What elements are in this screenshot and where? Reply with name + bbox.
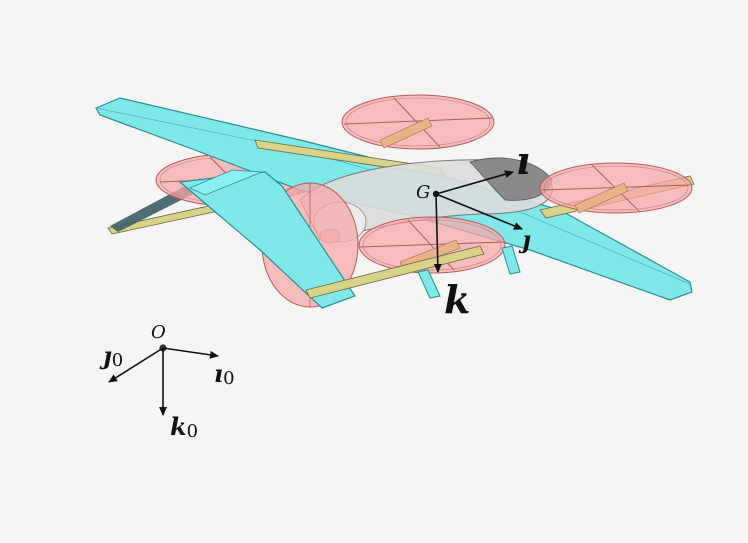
inertial-frame: O ı0 ȷ0 k0 bbox=[99, 322, 235, 442]
rotor-front-top bbox=[341, 94, 495, 150]
rotor-front-right bbox=[539, 162, 693, 214]
origin-label-o: O bbox=[151, 322, 166, 343]
body-z-axis bbox=[433, 193, 442, 273]
body-x-axis bbox=[435, 170, 514, 195]
body-z-label: k bbox=[444, 277, 470, 322]
inertial-x-axis bbox=[162, 347, 219, 359]
inertial-x-label: ı0 bbox=[214, 359, 235, 389]
landing-leg-left bbox=[417, 269, 441, 299]
front-boom-left bbox=[305, 245, 485, 299]
body-y-label: ȷ bbox=[518, 225, 531, 254]
origin-label-g: G bbox=[416, 182, 430, 203]
aircraft-illustration bbox=[95, 94, 695, 309]
inertial-z-label: k0 bbox=[170, 412, 198, 442]
landing-leg-right bbox=[501, 245, 521, 275]
body-frame: G ı ȷ k bbox=[416, 138, 531, 322]
body-y-axis bbox=[435, 193, 523, 230]
inertial-y-axis bbox=[108, 347, 164, 383]
inertial-y-label: ȷ0 bbox=[99, 341, 123, 371]
tail-fin bbox=[178, 169, 359, 309]
body-x-label: ı bbox=[516, 138, 530, 183]
